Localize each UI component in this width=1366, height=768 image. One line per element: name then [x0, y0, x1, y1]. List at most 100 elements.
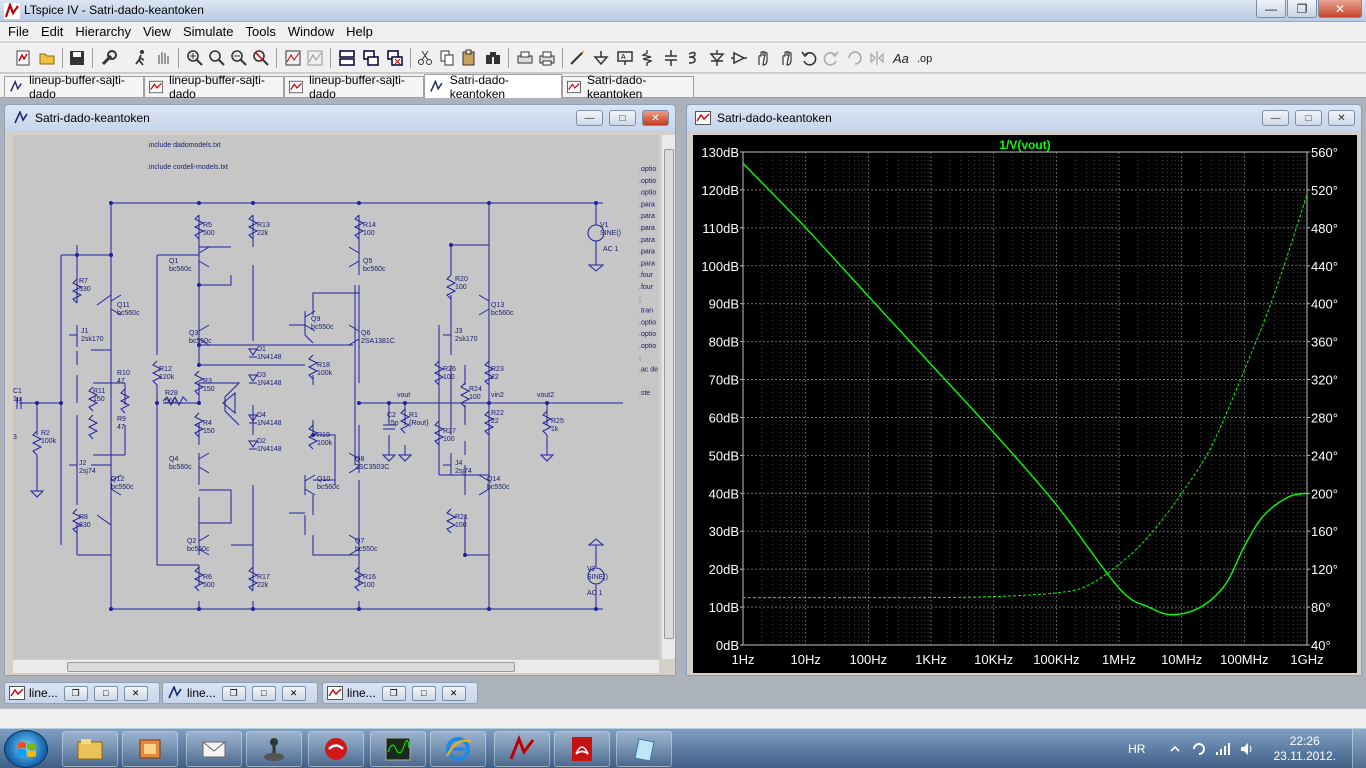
menu-tools[interactable]: Tools	[245, 24, 276, 39]
taskbar-ltspice[interactable]	[494, 731, 550, 767]
taskbar-joystick[interactable]	[246, 731, 302, 767]
waveform-minimize-button[interactable]: —	[1262, 110, 1289, 126]
clock[interactable]: 22:26 23.11.2012.	[1273, 734, 1336, 764]
minimized-3-close-button[interactable]: ✕	[441, 685, 466, 701]
minimized-2-close-button[interactable]: ✕	[281, 685, 306, 701]
rotate-icon[interactable]	[844, 47, 866, 69]
tab-lineup-buffer-1[interactable]: lineup-buffer-sajti-dado	[4, 73, 144, 101]
tab-satri-schematic[interactable]: Satri-dado-keantoken	[424, 73, 562, 101]
halt-icon[interactable]	[152, 47, 174, 69]
taskbar-mail[interactable]	[186, 731, 242, 767]
tab-satri-plot[interactable]: Satri-dado-keantoken	[562, 73, 694, 101]
schematic-minimize-button[interactable]: —	[576, 110, 603, 126]
waveform-window-caption[interactable]: Satri-dado-keantoken — □ ✕	[687, 105, 1361, 131]
minimized-1-maximize-button[interactable]: □	[93, 685, 118, 701]
schematic-horizontal-scrollbar[interactable]	[13, 659, 659, 673]
schematic-drawing[interactable]: .include dadomodels.txt.include cordell-…	[13, 135, 659, 659]
minimized-window-1[interactable]: line... ❐ □ ✕	[4, 682, 160, 704]
menu-hierarchy[interactable]: Hierarchy	[75, 24, 131, 39]
minimized-3-restore-button[interactable]: ❐	[381, 685, 406, 701]
label-net-icon[interactable]: A	[614, 47, 636, 69]
sync-icon[interactable]	[1191, 741, 1207, 757]
wire-icon[interactable]	[566, 47, 588, 69]
minimized-1-close-button[interactable]: ✕	[123, 685, 148, 701]
start-button[interactable]	[4, 730, 48, 768]
capacitor-icon[interactable]	[660, 47, 682, 69]
drag-icon[interactable]	[776, 47, 798, 69]
menu-view[interactable]: View	[142, 24, 171, 39]
diode-icon[interactable]	[706, 47, 728, 69]
cut-icon[interactable]	[414, 47, 436, 69]
close-button[interactable]: ✕	[1318, 0, 1362, 18]
minimized-window-2[interactable]: line... ❐ □ ✕	[162, 682, 318, 704]
schematic-maximize-button[interactable]: □	[609, 110, 636, 126]
show-desktop-button[interactable]	[1352, 729, 1366, 768]
taskbar-app-2[interactable]	[122, 731, 178, 767]
tab-lineup-buffer-2[interactable]: lineup-buffer-sajti-dado	[144, 73, 284, 101]
menu-file[interactable]: File	[8, 24, 29, 39]
restore-button[interactable]: ❐	[1287, 0, 1317, 18]
taskbar-explorer[interactable]	[62, 731, 118, 767]
resistor-icon[interactable]	[636, 47, 658, 69]
zoom-out-icon[interactable]	[228, 47, 250, 69]
waveform-maximize-button[interactable]: □	[1295, 110, 1322, 126]
minimized-2-restore-button[interactable]: ❐	[221, 685, 246, 701]
save-icon[interactable]	[66, 47, 88, 69]
tile-horizontal-icon[interactable]	[336, 47, 358, 69]
inductor-icon[interactable]	[684, 47, 706, 69]
zoom-pan-icon[interactable]	[206, 47, 228, 69]
open-icon[interactable]	[36, 47, 58, 69]
mark-unmark-icon[interactable]	[304, 47, 326, 69]
schematic-window-caption[interactable]: Satri-dado-keantoken — □ ✕	[5, 105, 675, 131]
schematic-close-button[interactable]: ✕	[642, 110, 669, 126]
phase-trace[interactable]	[743, 194, 1308, 599]
close-all-icon[interactable]	[384, 47, 406, 69]
vertical-scroll-thumb[interactable]	[664, 149, 674, 639]
run-icon[interactable]	[130, 47, 152, 69]
schematic-window[interactable]: Satri-dado-keantoken — □ ✕	[4, 104, 676, 676]
minimize-button[interactable]: —	[1256, 0, 1286, 18]
menu-simulate[interactable]: Simulate	[182, 24, 234, 39]
print-setup-icon[interactable]	[514, 47, 536, 69]
autorange-icon[interactable]	[282, 47, 304, 69]
minimized-3-maximize-button[interactable]: □	[411, 685, 436, 701]
spice-directive-icon[interactable]: .op	[914, 47, 936, 69]
component-icon[interactable]	[728, 47, 750, 69]
waveform-close-button[interactable]: ✕	[1328, 110, 1355, 126]
network-signal-icon[interactable]	[1215, 741, 1231, 757]
tab-lineup-buffer-3[interactable]: lineup-buffer-sajti-dado	[284, 73, 424, 101]
control-panel-icon[interactable]	[98, 47, 120, 69]
volume-icon[interactable]	[1239, 741, 1255, 757]
minimized-2-maximize-button[interactable]: □	[251, 685, 276, 701]
language-indicator[interactable]: HR	[1128, 742, 1146, 756]
ground-icon[interactable]	[590, 47, 612, 69]
minimized-1-restore-button[interactable]: ❐	[63, 685, 88, 701]
text-icon[interactable]: Aa	[890, 47, 912, 69]
paste-icon[interactable]	[458, 47, 480, 69]
print-icon[interactable]	[536, 47, 558, 69]
schematic-vertical-scrollbar[interactable]	[661, 135, 675, 659]
find-icon[interactable]	[482, 47, 504, 69]
cascade-icon[interactable]	[360, 47, 382, 69]
menu-edit[interactable]: Edit	[40, 24, 64, 39]
schematic-canvas[interactable]: .include dadomodels.txt.include cordell-…	[13, 135, 659, 659]
ltspice-app-icon[interactable]	[4, 3, 20, 19]
magnitude-trace[interactable]	[742, 162, 1308, 616]
redo-icon[interactable]	[820, 47, 842, 69]
bode-plot[interactable]: 0dB10dB20dB30dB40dB50dB60dB70dB80dB90dB1…	[693, 135, 1357, 673]
taskbar-security[interactable]	[308, 731, 364, 767]
taskbar-notepad[interactable]	[616, 731, 672, 767]
horizontal-scroll-thumb[interactable]	[67, 662, 515, 672]
copy-icon[interactable]	[436, 47, 458, 69]
undo-icon[interactable]	[798, 47, 820, 69]
trace-label-1-over-vvout[interactable]: 1/V(vout)	[999, 138, 1050, 152]
taskbar-internet-explorer[interactable]	[430, 731, 486, 767]
zoom-fit-icon[interactable]	[250, 47, 272, 69]
mirror-icon[interactable]	[866, 47, 888, 69]
minimized-window-3[interactable]: line... ❐ □ ✕	[322, 682, 478, 704]
menu-window[interactable]: Window	[287, 24, 335, 39]
taskbar-pdf-reader[interactable]	[554, 731, 610, 767]
show-hidden-icons-icon[interactable]	[1167, 741, 1183, 757]
